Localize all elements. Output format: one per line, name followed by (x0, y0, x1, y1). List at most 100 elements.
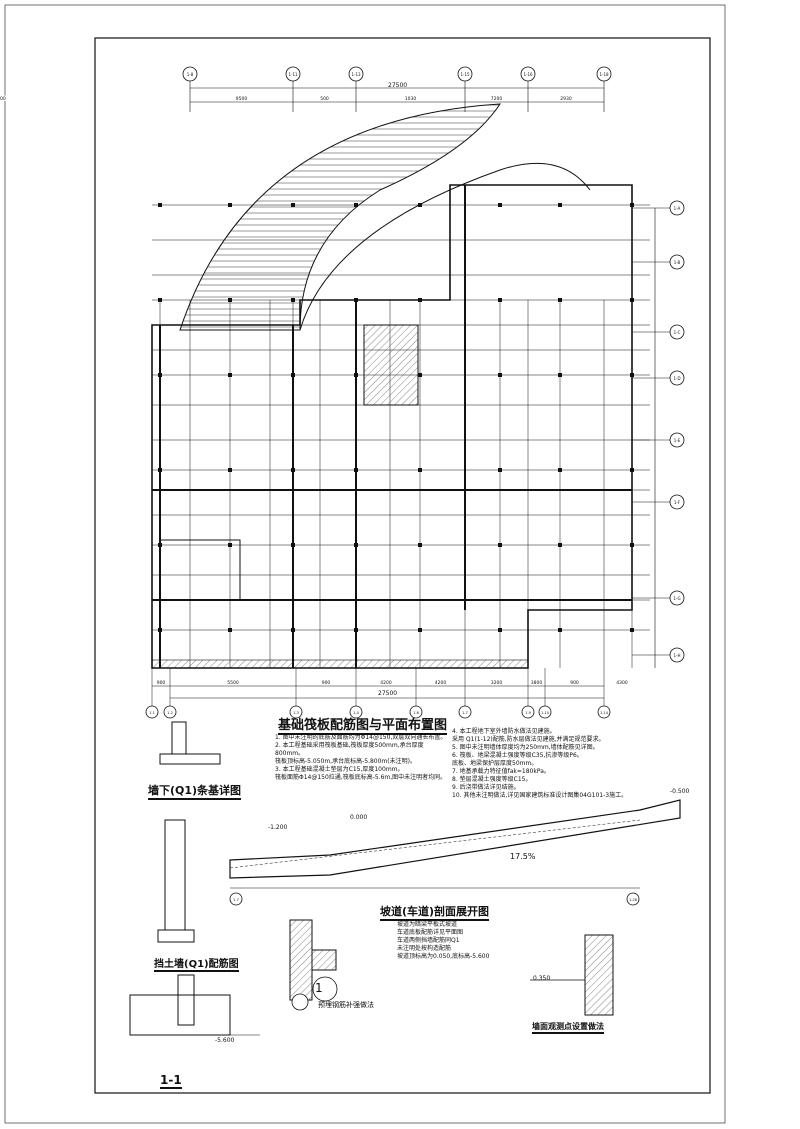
section-marker (291, 993, 309, 1011)
axis-label: 1-4 (353, 711, 359, 715)
axis-label: 1-8 (187, 72, 194, 77)
ramp-slab (229, 799, 681, 879)
dimension-text: 5500 (227, 680, 239, 686)
elevation-label: -5.600 (215, 1037, 235, 1044)
axis-bubble (163, 705, 177, 719)
axis-bubble (285, 66, 301, 82)
column (291, 203, 295, 207)
ramp-notes: 坡道为暗梁平板式坡道 车道底板配筋详见平面图 车道两侧挡墙配筋同Q1 未注明处按… (397, 921, 489, 961)
dimension-text-bg (319, 95, 330, 101)
observation-wall (584, 934, 614, 1016)
note: 车道两侧挡墙配筋同Q1 (397, 937, 460, 944)
ramp-rebar (229, 819, 641, 869)
note: 9. 后浇带做法详见结施。 (452, 784, 520, 791)
axis-bubble (669, 494, 685, 510)
axis-label: 1-9 (525, 711, 531, 715)
axis-bubble (349, 705, 363, 719)
column (558, 543, 562, 547)
pit-outline (159, 539, 241, 601)
dimension-text: 4200 (380, 680, 392, 686)
column (158, 628, 162, 632)
dimension-text: 1030 (405, 96, 417, 102)
axis-bubble (669, 254, 685, 270)
axis-bubble (669, 324, 685, 340)
axis-bubble (457, 66, 473, 82)
axis-label: 1-6 (413, 711, 419, 715)
axis-label: 1-B (674, 260, 681, 265)
note: 7. 地基承载力特征值fak=180kPa。 (452, 768, 550, 775)
note: 10. 其他未注明做法,详见国家建筑标准设计图集04G101-3施工。 (452, 792, 628, 799)
dimension-text: 3800 (531, 680, 543, 686)
dimension-text: 900 (570, 680, 579, 686)
column (228, 203, 232, 207)
drawing-frame (94, 37, 711, 1094)
axis-bubble (348, 66, 364, 82)
column (630, 628, 634, 632)
axis-label: 1-1 (149, 711, 155, 715)
column (418, 628, 422, 632)
elevation-label: -0.500 (670, 788, 690, 795)
dimension-text: 500 (320, 96, 329, 102)
column (558, 298, 562, 302)
column (418, 468, 422, 472)
note: 车道底板配筋详见平面图 (397, 929, 464, 936)
note: 坡道为暗梁平板式坡道 (397, 921, 458, 928)
detail-bubble (312, 976, 338, 1002)
hatched-core (363, 324, 419, 406)
observation-title: 墙面观测点设置做法 (532, 1021, 604, 1034)
dimension-text-bg (403, 95, 418, 101)
notes-left: 1. 图中未注明的底筋及面筋均为Φ14@150,双层双向通长布置。 2. 本工程… (275, 734, 447, 782)
axis-label: 1-28 (629, 898, 637, 902)
axis-label: 1-11 (288, 72, 298, 77)
axis-bubble (597, 705, 611, 719)
note: 2. 本工程基础采用筏板基础,筏板厚度500mm,承台厚度800mm。 (275, 742, 424, 757)
column (498, 628, 502, 632)
column (630, 298, 634, 302)
axis-label: 1-G (673, 596, 680, 601)
axis-bubble (596, 66, 612, 82)
axis-label: 1-14 (600, 711, 609, 715)
axis-label: 1-7 (462, 711, 468, 715)
sheet-edge (4, 4, 726, 1124)
column (418, 298, 422, 302)
elevation-label: 0.000 (350, 814, 368, 821)
wall-footing (157, 929, 195, 943)
main-title: 基础筏板配筋图与平面布置图 (278, 714, 448, 735)
axis-bubble (458, 705, 472, 719)
axis-label: 1-18 (599, 72, 609, 77)
column (630, 468, 634, 472)
dimension-text: 2930 (560, 96, 572, 102)
note: 筏板顶标高-5.050m,承台底标高-5.800m(未注明)。 (275, 758, 416, 765)
dimension-text-bg (226, 679, 240, 685)
column (498, 203, 502, 207)
column (418, 373, 422, 377)
axis-label: 1-13 (351, 72, 361, 77)
axis-label: 1-H (674, 653, 681, 658)
dimension-text-bg (615, 679, 629, 685)
axis-bubble (229, 892, 243, 906)
note: 3. 本工程基础混凝土垫层为C15,厚度100mm。 (275, 766, 404, 773)
wall-rebar-title: 挡土墙(Q1)配筋图 (154, 955, 239, 972)
detail-number: 1 (315, 981, 323, 995)
axis-bubble (145, 705, 159, 719)
footing-section (159, 753, 221, 765)
top-total-dim: 27500 (388, 82, 408, 89)
dimension-text-bg (0, 95, 14, 101)
column (558, 373, 562, 377)
axis-bubble (669, 432, 685, 448)
axis-label: 1-2 (167, 711, 173, 715)
section-1-1 (129, 994, 231, 1036)
column (558, 203, 562, 207)
note: 未注明处按构造配筋 (397, 945, 452, 952)
axis-bubble (669, 647, 685, 663)
canopy-hatch (179, 103, 501, 331)
dimension-text-bg (559, 95, 573, 101)
axis-label: 1-C (674, 330, 681, 335)
column (354, 628, 358, 632)
dimension-text-bg (433, 679, 448, 685)
dimension-text-bg (569, 679, 580, 685)
ramp-slope: 17.5% (510, 852, 536, 861)
note: 5. 图中未注明墙体厚度均为250mm,墙体配筋见详图。 (452, 744, 599, 751)
dimension-text-bg (155, 679, 167, 685)
column (158, 373, 162, 377)
